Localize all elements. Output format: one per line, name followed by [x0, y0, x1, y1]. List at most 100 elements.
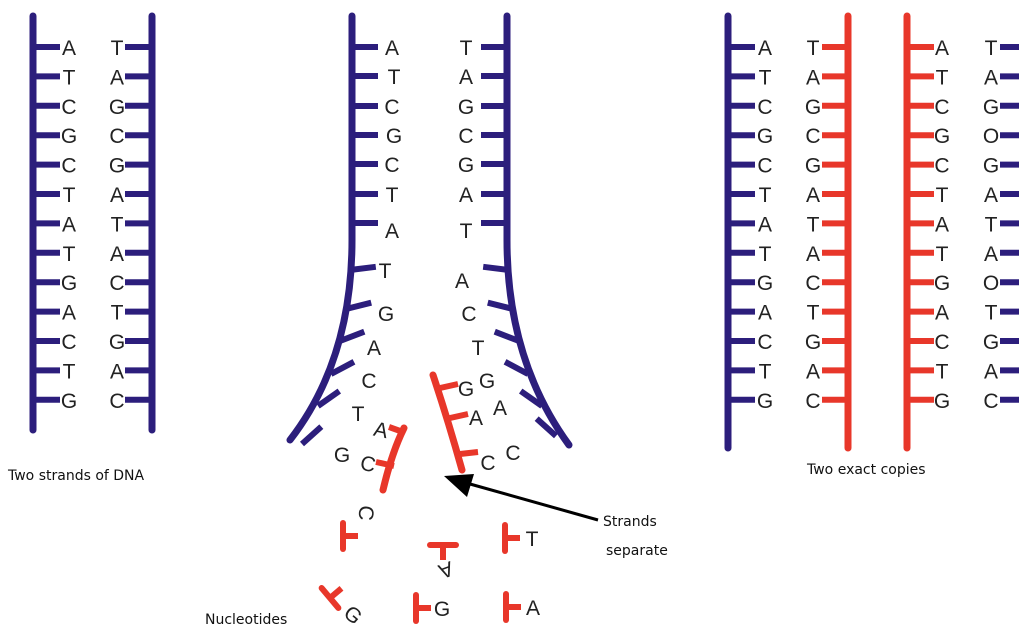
copy2-left-base: C [934, 155, 949, 178]
copies-panel: ATCGCTATGACTGTAGCGATACTGACATCGCTATGACTGT… [724, 12, 1019, 478]
copy2-left-base: T [936, 184, 949, 207]
right-separating-base: C [461, 303, 476, 326]
right-separating-base: C [505, 442, 520, 465]
right-separating-rung [493, 328, 521, 344]
right-base-letter: T [111, 37, 124, 60]
free-nucleotide [413, 592, 431, 624]
copy2-right-base: T [985, 302, 998, 325]
arrow-label-line2: separate [606, 543, 668, 559]
left-base-letter: T [63, 184, 76, 207]
left-separating-base: A [367, 337, 381, 360]
right-base-letter: T [111, 213, 124, 236]
copy1-left-base: T [759, 360, 772, 383]
right-separating-rung [534, 416, 559, 439]
right-separating-base: T [460, 37, 473, 60]
left-separating-base: T [388, 66, 401, 89]
copy2-left-base: T [936, 243, 949, 266]
right-separating-base: C [458, 125, 473, 148]
copy2-left-base: A [935, 302, 949, 325]
copy1-left-base: C [757, 155, 772, 178]
left-separating-base: G [386, 125, 402, 148]
copy1-right-base: T [807, 302, 820, 325]
right-base-letter: C [109, 125, 124, 148]
right-separating-base: G [458, 154, 474, 177]
new-right-base: C [480, 452, 495, 475]
left-separating-rung [329, 359, 356, 377]
copy2-left-base: C [934, 96, 949, 119]
copy2-right-base: G [983, 155, 999, 178]
copy1-right-base: G [805, 331, 821, 354]
free-nucleotide [318, 585, 344, 611]
copy2-right-base: A [984, 360, 998, 383]
free-nucleotide-base: G [434, 598, 450, 621]
copy1-right-base: A [806, 360, 820, 383]
copy1-left-base: T [759, 66, 772, 89]
right-separating-rung [487, 299, 514, 312]
left-base-letter: T [63, 243, 76, 266]
right-base-letter: T [111, 302, 124, 325]
right-base-letter: A [110, 184, 124, 207]
right-separating-base: G [458, 96, 474, 119]
copy1-left-base: T [759, 184, 772, 207]
free-nucleotide [503, 591, 521, 623]
copy1-right-base: G [805, 96, 821, 119]
left-base-letter: C [61, 331, 76, 354]
left-base-letter: T [63, 360, 76, 383]
copy1-right-base: A [806, 66, 820, 89]
left-separating-base: G [378, 303, 394, 326]
free-nucleotide [502, 522, 520, 554]
left-separating-rung [338, 328, 366, 344]
right-base-letter: A [110, 360, 124, 383]
new-right-base: G [458, 378, 474, 401]
copy1-right-base: G [805, 155, 821, 178]
copy2-right-base: A [984, 184, 998, 207]
copy1-right-base: A [806, 184, 820, 207]
free-nucleotide-base: C [353, 504, 377, 521]
left-separating-base: A [385, 37, 399, 60]
left-separating-backbone [286, 12, 356, 444]
left-base-letter: G [61, 125, 77, 148]
copy1-left-base: G [757, 272, 773, 295]
copy2-right-base: O [983, 272, 999, 295]
copies-caption: Two exact copies [806, 462, 926, 478]
copy2-left-base: G [934, 390, 950, 413]
new-right-base: A [469, 407, 483, 430]
left-separating-rung [349, 263, 377, 273]
new-left-base: A [372, 418, 390, 443]
free-nucleotide-base: A [526, 597, 540, 620]
copy1-left-base: C [757, 331, 772, 354]
new-left-base: C [358, 452, 378, 478]
copy2-right-base: A [984, 243, 998, 266]
right-separating-base: G [479, 370, 495, 393]
copy2-left-base: T [936, 66, 949, 89]
left-separating-base: G [334, 444, 350, 467]
new-left-rung [375, 459, 395, 469]
copy1-right-base: C [805, 272, 820, 295]
separate-arrow-shaft [469, 482, 599, 522]
right-separating-base: A [493, 397, 507, 420]
copy2-right-base: T [985, 37, 998, 60]
right-separating-base: T [472, 337, 485, 360]
separate-arrow-head [444, 474, 474, 497]
left-base-letter: C [61, 155, 76, 178]
left-separating-base: C [384, 96, 399, 119]
free-nucleotide-base: G [339, 601, 366, 629]
left-base-letter: T [63, 66, 76, 89]
left-separating-base: T [352, 403, 365, 426]
free-nucleotide [427, 542, 459, 560]
right-base-letter: C [109, 272, 124, 295]
copy1-right-base: A [806, 243, 820, 266]
double-strand-caption: Two strands of DNA [7, 468, 145, 484]
right-separating-base: A [459, 66, 473, 89]
copy2-left-base: G [934, 272, 950, 295]
copy2-left-base: T [936, 360, 949, 383]
right-separating-rung [482, 263, 510, 273]
copy1-left-base: A [758, 213, 772, 236]
new-right-fragment-backbone [429, 371, 466, 474]
left-separating-base: T [379, 260, 392, 283]
right-base-letter: A [110, 243, 124, 266]
